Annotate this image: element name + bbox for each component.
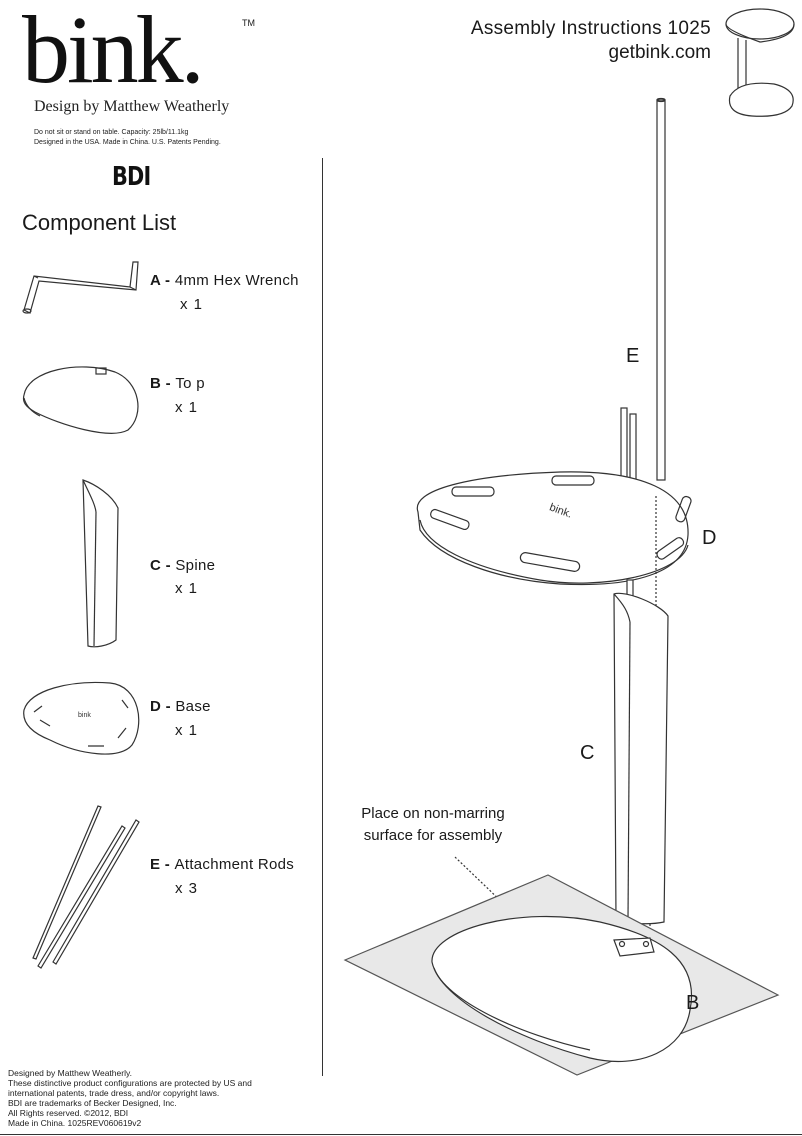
footer-line: Designed by Matthew Weatherly. [8, 1068, 132, 1078]
component-a-qty: x 1 [180, 296, 204, 313]
base-illustration: bink [23, 681, 140, 755]
main-spine [613, 592, 669, 925]
spine-illustration [82, 479, 119, 648]
callout-d: D [702, 527, 717, 549]
rods-illustration [32, 805, 140, 969]
main-base-plate: bink. [416, 471, 692, 586]
main-top-b [431, 915, 693, 1062]
component-a-label: A - 4mm Hex Wrench [150, 272, 299, 289]
page-bottom-rule [0, 1134, 802, 1135]
trademark-mark: TM [242, 18, 255, 28]
bdi-logo: BDI [112, 162, 151, 192]
footer-line: BDI are trademarks of Becker Designed, I… [8, 1098, 177, 1108]
footer-line: These distinctive product configurations… [8, 1078, 252, 1088]
footer-line: Made in China. 1025REV060619v2 [8, 1118, 142, 1128]
finished-table-thumbnail [725, 8, 795, 117]
surface-note-line-1: Place on non-marring [361, 805, 505, 822]
callout-c: C [580, 742, 595, 764]
designer-byline: Design by Matthew Weatherly [34, 98, 230, 115]
component-list-heading: Component List [22, 210, 177, 235]
warning-line-1: Do not sit or stand on table. Capacity: … [34, 129, 189, 136]
component-d-label: D - Base [150, 698, 211, 715]
base-logo-mark: bink [78, 712, 91, 719]
main-rod-e [656, 97, 666, 481]
footer-line: international patents, trade dress, and/… [8, 1088, 220, 1098]
column-divider [322, 158, 323, 1076]
component-e-label: E - Attachment Rods [150, 856, 295, 873]
callout-b: B [686, 992, 700, 1014]
warning-line-2: Designed in the USA. Made in China. U.S.… [34, 139, 221, 146]
component-b-label: B - To p [150, 375, 205, 392]
component-c-label: C - Spine [150, 557, 216, 574]
footer-line: All Rights reserved. ©2012, BDI [8, 1108, 129, 1118]
capacity-warning: Do not sit or stand on table. Capacity: … [34, 128, 221, 148]
website-url: getbink.com [608, 42, 711, 63]
component-d-qty: x 1 [175, 722, 199, 739]
surface-note-line-2: surface for assembly [363, 827, 503, 844]
bink-logo: bink. [22, 0, 205, 103]
component-e-qty: x 3 [175, 880, 199, 897]
instructions-title: Assembly Instructions 1025 [470, 18, 711, 39]
legal-footer: Designed by Matthew Weatherly. These dis… [8, 1068, 252, 1128]
hex-wrench-illustration [22, 261, 139, 314]
callout-e: E [626, 345, 640, 367]
component-c-qty: x 1 [175, 580, 199, 597]
component-b-qty: x 1 [175, 399, 199, 416]
top-illustration [22, 366, 139, 434]
surface-note: Place on non-marring surface for assembl… [348, 803, 518, 847]
